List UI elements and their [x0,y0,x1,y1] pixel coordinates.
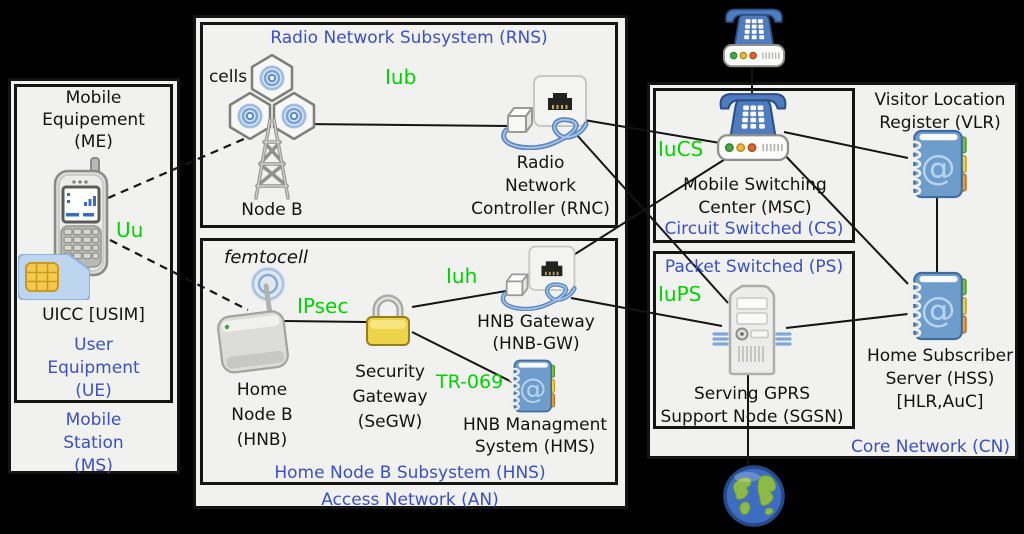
circuit-switched-title: Circuit Switched (CS) [664,219,844,239]
iucs-interface-label: IuCS [658,137,704,161]
mobile-equipment-label: Mobile Equipement (ME) [42,88,145,152]
padlock-icon [366,294,410,346]
rns-title: Radio Network Subsystem (RNS) [270,28,548,48]
hms-address-book-icon [508,359,556,413]
node-b-label: Node B [241,200,303,220]
segw-label: Security Gateway (SeGW) [352,362,428,432]
hnb-label: Home Node B (HNB) [231,380,293,450]
antenna-tower-icon [254,118,290,200]
cells-label: cells [208,67,248,87]
sgsn-server-tower-icon [712,284,792,376]
vlr-address-book-icon [907,129,968,199]
femtocell-label: femtocell [224,247,308,268]
hnb-gw-label: HNB Gateway (HNB-GW) [477,312,595,354]
vlr-label: Visitor Location Register (VLR) [874,90,1006,133]
uicc-label: UICC [USIM] [42,305,145,325]
access-network-title: Access Network (AN) [321,490,499,510]
ipsec-interface-label: IPsec [297,294,349,318]
mobile-station-label: Mobile Station (MS) [63,410,124,476]
packet-switched-box [653,251,855,429]
hms-label: HNB Managment System (HMS) [462,415,608,457]
iuh-interface-label: Iuh [446,264,478,288]
uu-interface-label: Uu [116,218,144,242]
iub-interface-label: Iub [385,65,417,89]
rnc-network-device-icon [498,72,590,150]
tr069-interface-label: TR-069 [436,371,504,393]
hss-address-book-icon [907,271,968,341]
sim-card-icon [18,254,90,300]
sgsn-label: Serving GPRS Support Node (SGSN) [660,384,844,427]
packet-switched-title: Packet Switched (PS) [664,257,844,277]
msc-desk-phone-icon [716,92,790,162]
mobile-phone-icon [53,157,109,277]
globe-icon [723,465,785,527]
hnb-gw-network-device-icon [498,242,578,312]
hns-title: Home Node B Subsystem (HNS) [274,463,546,483]
iups-interface-label: IuPS [658,282,702,306]
msc-label: Mobile Switching Center (MSC) [683,175,827,218]
rnc-label: Radio Network Controller (RNC) [471,153,610,219]
hss-label: Home Subscriber Server (HSS) [HLR,AuC] [866,346,1014,412]
hnb-wifi-router-icon [217,266,289,374]
pstn-desk-phone-icon [722,8,786,68]
core-network-title: Core Network (CN) [851,437,1010,457]
user-equipment-label: User Equipment (UE) [47,335,140,401]
